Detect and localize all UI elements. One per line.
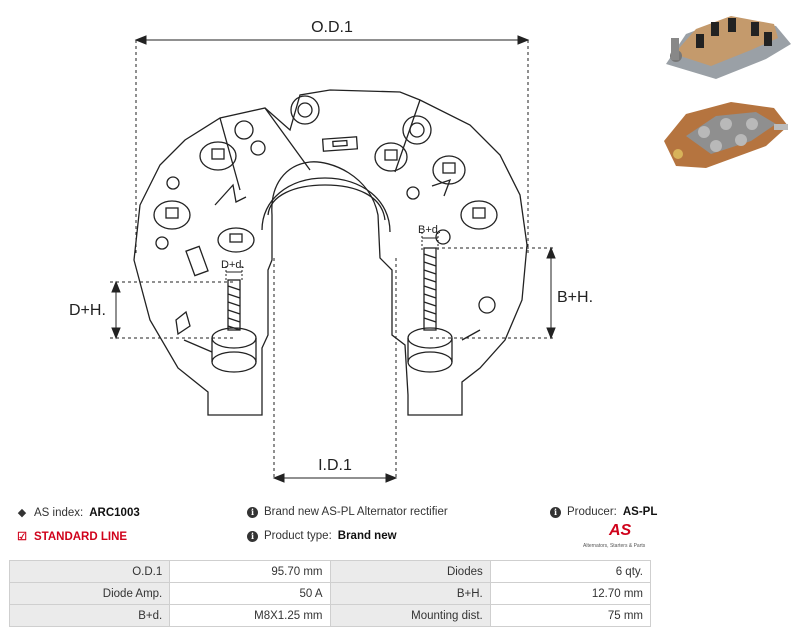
id-label: I.D.1	[318, 457, 352, 474]
diode-pad	[374, 142, 408, 172]
spec-label: Diode Amp.	[8, 582, 171, 605]
dd-label: D+d.	[221, 259, 245, 271]
spec-value: 95.70 mm	[169, 560, 331, 583]
standard-line-label: STANDARD LINE	[34, 530, 128, 543]
spec-label: Diodes	[329, 560, 491, 583]
arrow-mark	[214, 183, 247, 206]
diode-pad	[217, 227, 255, 253]
as-index-label: AS index:	[34, 506, 84, 519]
arrow-mark	[431, 178, 452, 197]
brand-info: i Brand new AS-PL Alternator rectifier	[247, 506, 448, 518]
product-type-value: Brand new	[337, 530, 397, 542]
rectifier-outline	[133, 89, 528, 416]
bd-label: B+d.	[418, 224, 441, 236]
diode-pad	[460, 200, 498, 230]
spec-label: Mounting dist.	[329, 604, 491, 627]
product-type-label: Product type:	[264, 530, 332, 542]
as-logo: AS Alternators, Starters & Parts	[583, 522, 653, 554]
spec-label: O.D.1	[8, 560, 171, 583]
product-type: i Product type: Brand new	[247, 530, 397, 542]
terminal-hole	[290, 95, 320, 125]
bh-label: B+H.	[557, 289, 593, 306]
spec-value: 12.70 mm	[489, 582, 652, 605]
info-icon: i	[550, 506, 561, 518]
table-row: O.D.1 95.70 mm Diodes 6 qty.	[8, 560, 652, 583]
product-photo-bottom	[656, 96, 794, 176]
spec-value: 50 A	[169, 582, 331, 605]
info-icon: i	[247, 506, 258, 518]
spec-label: B+d.	[8, 604, 171, 627]
bore-curve	[261, 177, 391, 233]
dh-label: D+H.	[69, 302, 106, 319]
spec-value: 75 mm	[489, 604, 652, 627]
checkbox-icon: ☑	[17, 531, 27, 543]
spec-label: B+H.	[329, 582, 491, 605]
diode-pad	[153, 200, 191, 230]
slot	[321, 136, 359, 152]
producer-label: Producer:	[567, 506, 617, 518]
od-label: O.D.1	[311, 19, 353, 36]
spec-table: O.D.1 95.70 mm Diodes 6 qty. Diode Amp. …	[8, 560, 652, 627]
tag-icon: ◆	[17, 507, 27, 519]
technical-drawing: O.D.1 I.D.1 D+H. B+H. D+d. B+d.	[69, 19, 593, 483]
product-photo-top	[656, 4, 794, 94]
spec-value: 6 qty.	[489, 560, 652, 583]
as-index-value: ARC1003	[89, 506, 140, 519]
bolt-left	[227, 279, 241, 331]
terminal-hole	[402, 115, 432, 145]
logo-tagline: Alternators, Starters & Parts	[583, 543, 646, 549]
brand-text: Brand new AS-PL Alternator rectifier	[264, 506, 448, 518]
table-row: B+d. M8X1.25 mm Mounting dist. 75 mm	[8, 604, 652, 627]
logo-mark: AS	[609, 522, 632, 539]
standard-line: ☑ STANDARD LINE	[16, 530, 128, 544]
producer-value: AS-PL	[622, 506, 658, 518]
producer-info: i Producer: AS-PL	[550, 506, 657, 518]
as-index: ◆ AS index: ARC1003	[16, 506, 140, 520]
info-icon: i	[247, 530, 258, 542]
spec-value: M8X1.25 mm	[169, 604, 331, 627]
diode-pad	[199, 141, 237, 171]
table-row: Diode Amp. 50 A B+H. 12.70 mm	[8, 582, 652, 605]
